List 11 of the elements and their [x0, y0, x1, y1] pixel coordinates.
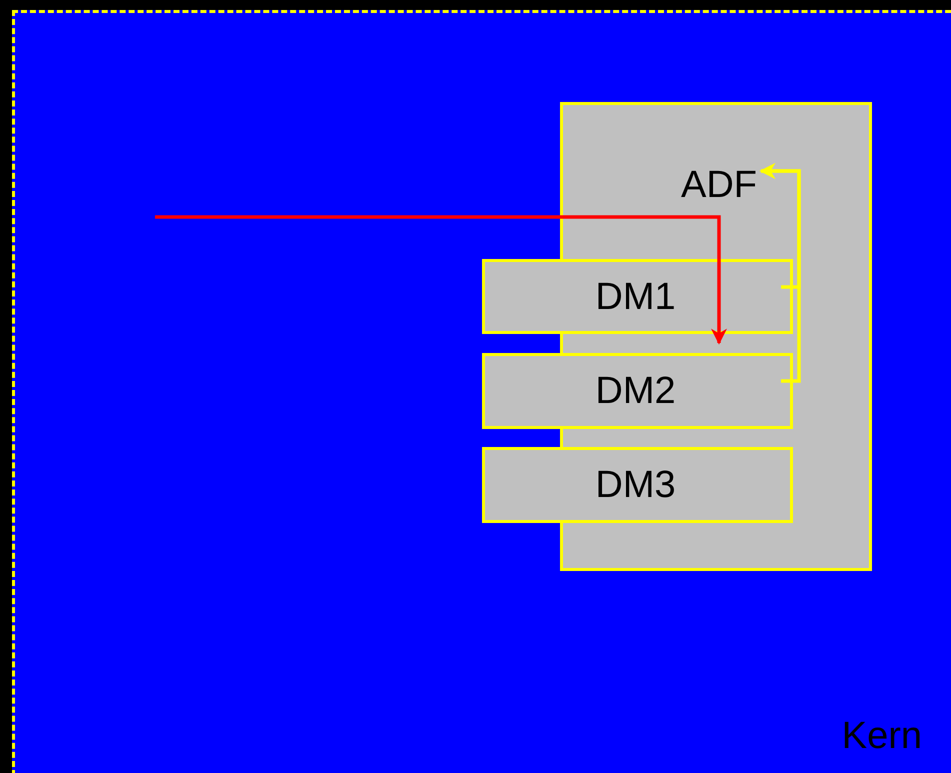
module-label: DM1 [595, 278, 676, 316]
arrow [155, 215, 727, 345]
module-label: ADF [681, 166, 757, 204]
module-box [482, 259, 793, 334]
kernel-region [12, 10, 951, 773]
module-label: DM3 [595, 466, 676, 504]
region-label: Kern [842, 717, 922, 755]
arrow [759, 163, 801, 383]
module-box [482, 447, 793, 523]
module-label: DM2 [595, 372, 676, 410]
module-box [482, 353, 793, 429]
